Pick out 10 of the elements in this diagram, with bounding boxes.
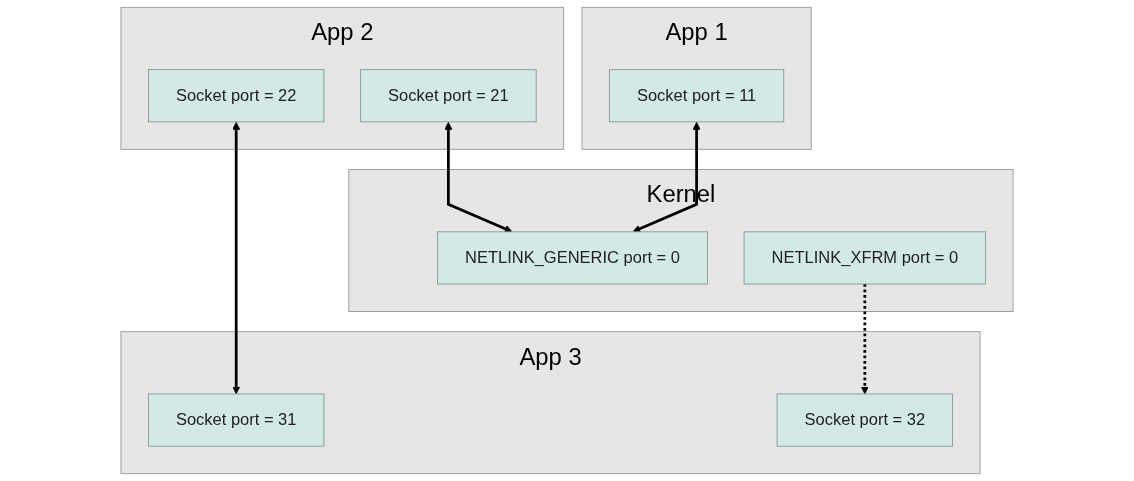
- node-box: Socket port = 22: [147, 69, 325, 123]
- node-box: NETLINK_XFRM port = 0: [743, 231, 987, 285]
- node-box: Socket port = 32: [776, 393, 954, 447]
- arrow: [232, 121, 241, 395]
- node-box: Socket port = 31: [147, 393, 325, 447]
- node-box: Socket port = 21: [360, 69, 537, 123]
- arrow: [860, 284, 869, 395]
- node-box: NETLINK_GENERIC port = 0: [437, 231, 708, 285]
- node-box: Socket port = 11: [609, 69, 785, 123]
- arrow: [444, 121, 513, 233]
